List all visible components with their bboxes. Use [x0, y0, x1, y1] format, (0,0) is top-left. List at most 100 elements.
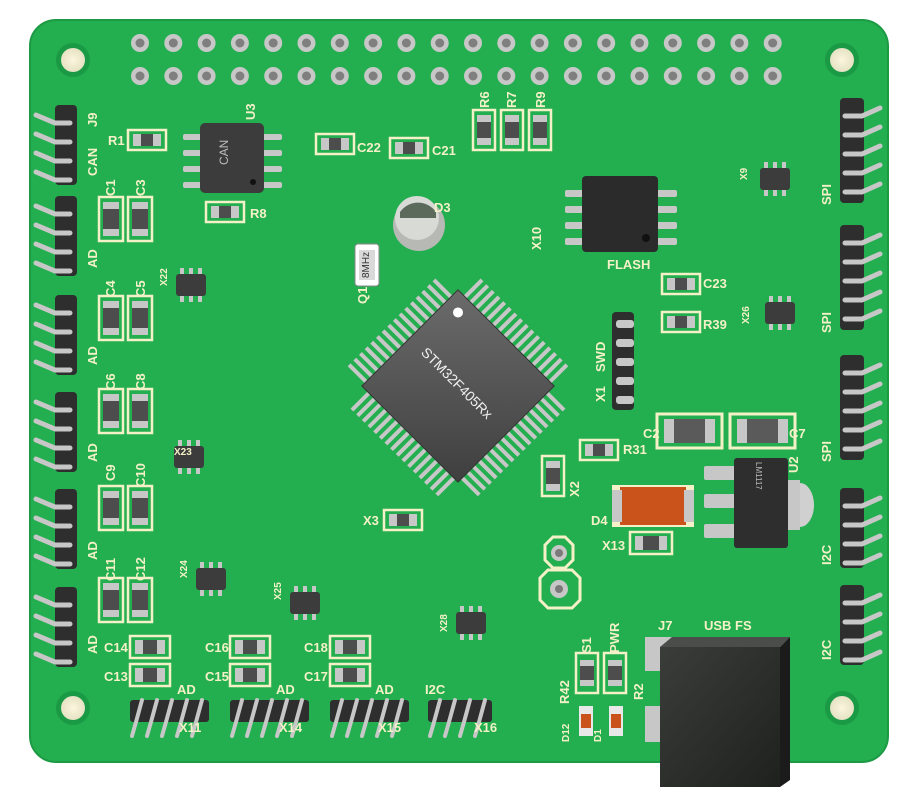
label-r31: R31	[623, 442, 647, 457]
label-x22: X22	[159, 268, 170, 286]
sot-transistor	[176, 274, 206, 296]
label-r2: R2	[631, 683, 646, 700]
label-x1: X1	[593, 386, 608, 402]
smd-passive	[382, 508, 424, 532]
sot-transistor	[760, 168, 790, 190]
crystal-marking: 8MHz	[361, 251, 372, 278]
crystal-q1	[354, 243, 380, 287]
smd-passive	[328, 634, 372, 660]
label-x16: X16	[474, 720, 498, 735]
label-x3: X3	[363, 513, 379, 528]
passive-components	[97, 108, 702, 688]
label-x9: X9	[739, 167, 750, 180]
label-x25: X25	[273, 582, 284, 600]
label-x15: X15	[378, 720, 402, 735]
capacitor-c7	[728, 412, 797, 450]
smd-passive	[97, 195, 125, 243]
smd-passive	[97, 387, 125, 435]
label-c8: C8	[133, 373, 148, 390]
sot-transistor	[765, 302, 795, 324]
label-flash: FLASH	[607, 257, 651, 272]
label-c21: C21	[432, 143, 456, 158]
label-r42: R42	[557, 680, 572, 704]
smd-passive	[126, 484, 154, 532]
mounting-hole	[830, 48, 854, 72]
smd-passive	[126, 387, 154, 435]
label-c18: C18	[304, 640, 328, 655]
smd-passive	[471, 108, 497, 152]
pin-header	[840, 355, 864, 460]
electrolytic-capacitor	[393, 196, 445, 251]
label-u2: U2	[786, 456, 801, 473]
smd-passive	[128, 634, 172, 660]
mcu-stm32	[347, 278, 569, 497]
label-d4: D4	[591, 513, 608, 528]
label-r7: R7	[504, 91, 519, 108]
smd-passive	[328, 662, 372, 688]
label-c22: C22	[357, 140, 381, 155]
label-ad-6: AD	[177, 682, 196, 697]
mounting-holes	[56, 43, 859, 725]
smd-passive	[126, 128, 168, 152]
smd-passive	[578, 438, 620, 462]
label-ad-4: AD	[85, 541, 100, 560]
smd-passive	[128, 662, 172, 688]
can-transceiver-u3	[183, 123, 282, 193]
label-i2c-3: I2C	[425, 682, 446, 697]
label-x10: X10	[529, 226, 544, 250]
mounting-hole	[830, 696, 854, 720]
label-c7: C7	[789, 426, 806, 441]
pin-header	[55, 587, 77, 667]
regulator-marking: LM1117	[754, 462, 763, 490]
label-spi-1: SPI	[819, 184, 834, 205]
pin-header	[840, 488, 864, 568]
label-x28: X28	[439, 614, 450, 632]
smd-passive	[126, 294, 154, 342]
sot-transistor	[456, 612, 486, 634]
pin-header	[840, 225, 864, 330]
label-c6: C6	[103, 373, 118, 390]
label-c9: C9	[103, 464, 118, 481]
swd-header	[612, 312, 634, 410]
label-c13: C13	[104, 669, 128, 684]
label-c4: C4	[103, 280, 118, 297]
label-ad-1: AD	[85, 249, 100, 268]
pin-header	[55, 196, 77, 276]
smd-passive	[540, 454, 566, 498]
pin-header	[55, 392, 77, 472]
label-x14: X14	[279, 720, 303, 735]
label-s1: S1	[579, 637, 594, 653]
label-d12: D12	[561, 723, 572, 742]
label-ad-5: AD	[85, 635, 100, 654]
label-r1: R1	[108, 133, 125, 148]
usb-connector-j7	[645, 637, 790, 787]
label-r9: R9	[533, 91, 548, 108]
pin-header	[840, 98, 864, 203]
label-r39: R39	[703, 317, 727, 332]
smd-passive	[97, 484, 125, 532]
pin-header	[840, 585, 864, 665]
smd-passive	[527, 108, 553, 152]
mounting-hole	[61, 48, 85, 72]
status-leds	[574, 651, 628, 736]
flash-chip-x10	[565, 176, 677, 252]
label-can: CAN	[85, 147, 100, 176]
label-d3: D3	[434, 200, 451, 215]
smd-passive	[660, 310, 702, 334]
label-c17: C17	[304, 669, 328, 684]
label-x13: X13	[602, 538, 626, 553]
pin-header	[55, 489, 77, 569]
label-q1: Q1	[355, 286, 370, 304]
label-x24: X24	[179, 560, 190, 578]
pin-header	[55, 105, 77, 185]
sot-transistor	[196, 568, 226, 590]
label-c1: C1	[103, 179, 118, 196]
sot-transistor	[290, 592, 320, 614]
bottom-headers	[130, 698, 492, 738]
label-r8: R8	[250, 206, 267, 221]
label-ad-2: AD	[85, 346, 100, 365]
smd-passive	[97, 576, 125, 624]
smd-passive	[388, 136, 430, 160]
